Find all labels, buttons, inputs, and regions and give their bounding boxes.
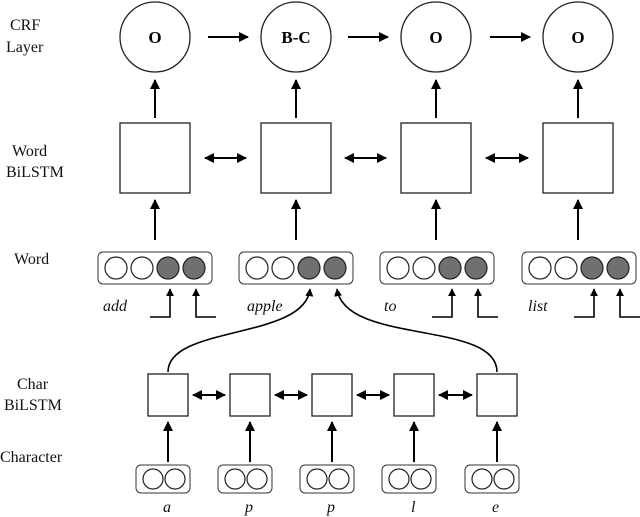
word-text-3: to bbox=[384, 298, 396, 315]
word-label: Word bbox=[14, 251, 49, 268]
char-backward-curve bbox=[334, 288, 498, 373]
char-text-3: p bbox=[326, 499, 335, 516]
input-arrow bbox=[150, 288, 174, 318]
char-bilstm-cell bbox=[311, 373, 353, 417]
word-text-2: apple bbox=[247, 298, 283, 315]
word-bilstm-label-line1: Word bbox=[12, 143, 47, 160]
char-text-5: e bbox=[492, 499, 499, 516]
char-bilstm-cell bbox=[393, 373, 435, 417]
crf-tag-2: B-C bbox=[281, 28, 310, 47]
word-text-4: list bbox=[528, 298, 548, 315]
word-bilstm-cell bbox=[542, 122, 614, 194]
input-arrow bbox=[574, 288, 598, 318]
crf-tag-1: O bbox=[148, 28, 161, 47]
char-bilstm-cell bbox=[229, 373, 271, 417]
word-vector-3 bbox=[379, 251, 495, 285]
crf-tag-3: O bbox=[429, 28, 442, 47]
crf-label-line2: Layer bbox=[6, 39, 44, 56]
crf-tag-4: O bbox=[571, 28, 584, 47]
word-bilstm-cell bbox=[119, 122, 191, 194]
input-arrow bbox=[616, 288, 640, 318]
crf-node-3: O bbox=[400, 1, 472, 73]
char-vector-3 bbox=[299, 464, 355, 494]
char-bilstm-cell bbox=[147, 373, 189, 417]
crf-node-4: O bbox=[542, 1, 614, 73]
char-vector-4 bbox=[381, 464, 437, 494]
crf-node-2: B-C bbox=[260, 1, 332, 73]
char-text-1: a bbox=[163, 499, 171, 516]
word-vector-2 bbox=[238, 251, 354, 285]
input-arrow bbox=[432, 288, 456, 318]
word-vector-4 bbox=[521, 251, 637, 285]
char-forward-curve bbox=[167, 288, 314, 373]
char-vector-2 bbox=[217, 464, 273, 494]
input-arrow bbox=[474, 288, 498, 318]
input-arrow bbox=[192, 288, 216, 318]
char-vector-1 bbox=[135, 464, 191, 494]
word-bilstm-label-line2: BiLSTM bbox=[6, 164, 64, 181]
char-vector-5 bbox=[464, 464, 520, 494]
character-label: Character bbox=[0, 449, 63, 466]
crf-label-line1: CRF bbox=[10, 17, 40, 34]
word-bilstm-cell bbox=[400, 122, 472, 194]
char-text-2: p bbox=[244, 499, 253, 516]
word-text-1: add bbox=[103, 298, 128, 315]
char-bilstm-label-line2: BiLSTM bbox=[4, 397, 62, 414]
word-bilstm-cell bbox=[260, 122, 332, 194]
char-bilstm-label-line1: Char bbox=[17, 376, 49, 393]
char-text-4: l bbox=[411, 499, 416, 516]
word-vector-1 bbox=[97, 251, 213, 285]
char-bilstm-cell bbox=[476, 373, 518, 417]
crf-node-1: O bbox=[119, 1, 191, 73]
